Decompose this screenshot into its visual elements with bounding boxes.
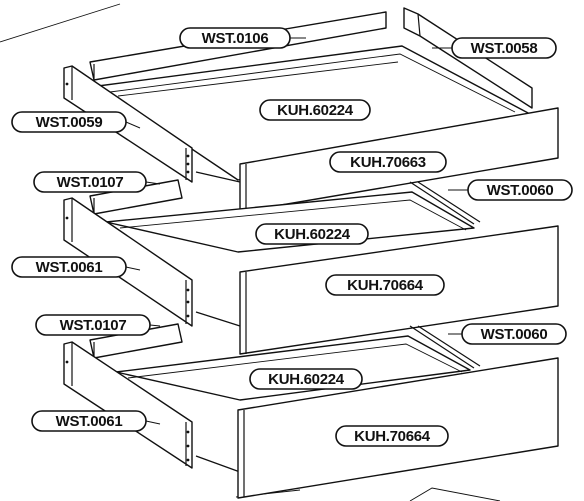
left-side-panel-bottom	[63, 341, 193, 469]
label-text: KUH.60224	[268, 371, 345, 388]
label-text: WST.0061	[36, 259, 103, 276]
label-kuh-70664-bottom: KUH.70664	[335, 425, 449, 447]
label-text: WST.0058	[471, 40, 538, 57]
label-wst-0060-middle: WST.0060	[467, 179, 573, 201]
bottom-board-bottom	[115, 335, 471, 401]
label-kuh-70664-middle: KUH.70664	[325, 274, 445, 296]
bottom-board-middle	[105, 191, 475, 253]
label-wst-0107-middle: WST.0107	[33, 171, 147, 193]
label-text: KUH.60224	[277, 102, 354, 119]
label-wst-0107-bottom: WST.0107	[35, 314, 151, 336]
label-kuh-70663: KUH.70663	[329, 151, 447, 173]
label-wst-0059: WST.0059	[11, 111, 127, 133]
label-text: WST.0107	[60, 317, 127, 334]
label-text: KUH.70664	[347, 277, 424, 294]
label-wst-0106: WST.0106	[179, 27, 291, 49]
label-kuh-60224-top: KUH.60224	[259, 99, 371, 121]
label-text: WST.0059	[36, 114, 103, 131]
label-kuh-60224-middle: KUH.60224	[255, 223, 369, 245]
label-text: KUH.60224	[274, 226, 351, 243]
label-wst-0061-bottom: WST.0061	[31, 410, 147, 432]
label-wst-0060-bottom: WST.0060	[461, 323, 567, 345]
label-text: WST.0060	[481, 326, 548, 343]
label-text: KUH.70663	[350, 154, 426, 171]
label-text: WST.0061	[56, 413, 123, 430]
background-line-bottom-right	[409, 487, 501, 501]
label-wst-0061-middle: WST.0061	[11, 256, 127, 278]
leader-lines	[125, 37, 468, 425]
label-wst-0058: WST.0058	[451, 37, 557, 59]
label-text: WST.0060	[487, 182, 554, 199]
label-kuh-60224-bottom: KUH.60224	[249, 368, 363, 390]
back-panel-middle	[89, 179, 183, 215]
label-text: KUH.70664	[354, 428, 431, 445]
label-text: WST.0107	[57, 174, 124, 191]
left-side-panel-middle	[63, 197, 193, 327]
left-side-panel-top	[63, 65, 193, 183]
label-text: WST.0106	[202, 30, 269, 47]
background-line-top	[0, 3, 121, 43]
